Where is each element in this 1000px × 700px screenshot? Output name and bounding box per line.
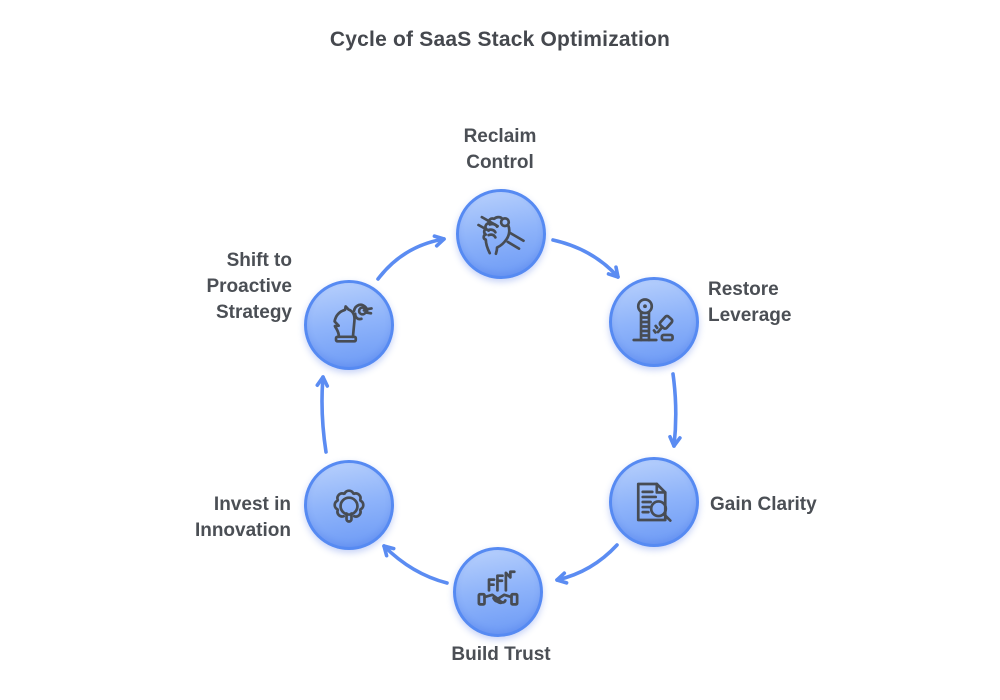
diagram-title: Cycle of SaaS Stack Optimization	[329, 28, 671, 51]
arrow-invest-to-proactive	[315, 375, 330, 454]
node-shift-proactive-strategy	[304, 280, 394, 370]
node-restore-leverage	[609, 277, 699, 367]
arrow-build-to-invest	[382, 544, 449, 585]
label-restore-leverage: Restore Leverage	[708, 279, 792, 326]
arrow-reclaim-to-restore	[551, 238, 620, 279]
label-shift-proactive-strategy: Shift to Proactive Strategy	[206, 250, 292, 323]
node-invest-innovation	[304, 460, 394, 550]
high-striker-lever-icon	[632, 298, 674, 342]
node-build-trust	[453, 547, 543, 637]
label-build-trust: Build Trust	[451, 644, 551, 665]
chess-knight-hand-icon	[333, 303, 373, 343]
node-reclaim-control	[456, 189, 546, 279]
label-invest-innovation: Invest in Innovation	[194, 494, 291, 541]
handshake-icon	[477, 570, 519, 606]
node-gain-clarity	[609, 457, 699, 547]
arrow-proactive-to-reclaim	[376, 234, 446, 281]
arrow-gain-to-build	[555, 543, 619, 585]
label-gain-clarity: Gain Clarity	[710, 494, 817, 515]
gear-lightbulb-icon	[333, 489, 365, 523]
label-reclaim-control: Reclaim Control	[463, 126, 537, 173]
arrow-restore-to-gain	[668, 372, 682, 448]
document-magnifier-icon	[636, 482, 672, 522]
fist-reins-icon	[477, 215, 525, 256]
